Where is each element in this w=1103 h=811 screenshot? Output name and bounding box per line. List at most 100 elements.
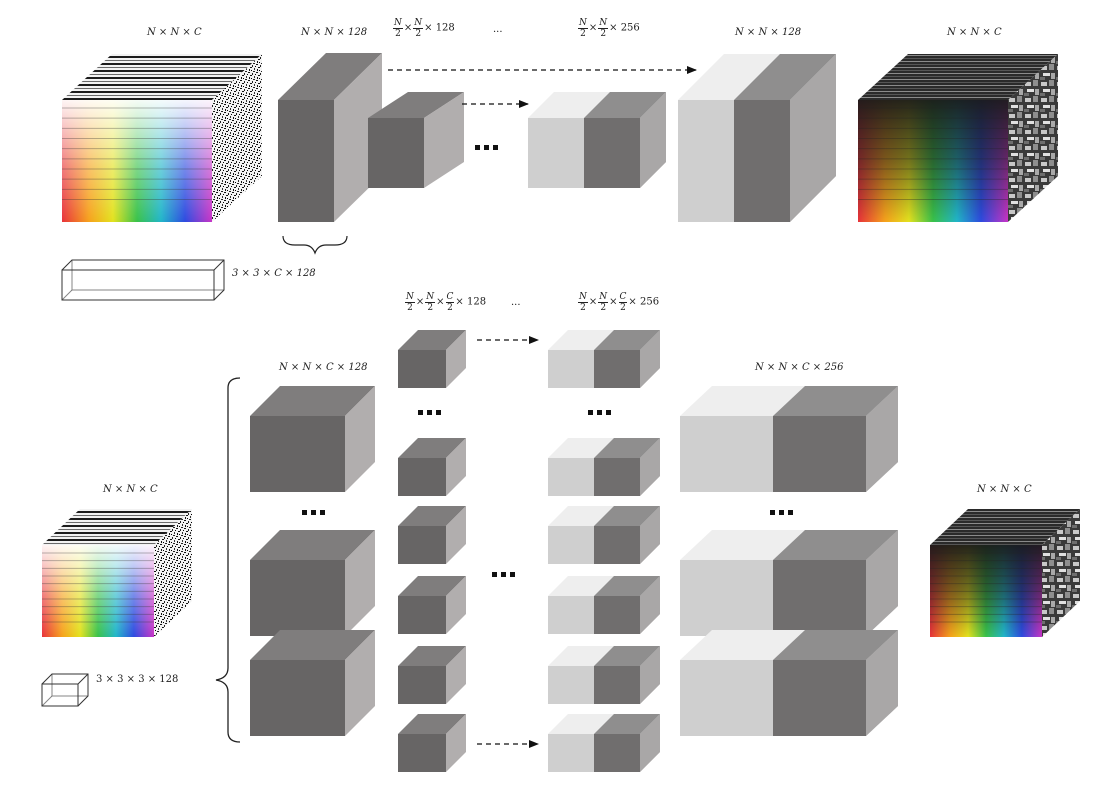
- bottom-bottleneck-ellipsis-1-dot: [588, 410, 593, 415]
- bottom-up-block-2-overlay-top: [773, 530, 898, 560]
- top-curly-brace-icon: [282, 235, 348, 255]
- bottom-down-block-4: [398, 576, 466, 634]
- bottom-conv1-block-2-front: [250, 560, 345, 636]
- top-kernel-wireframe-icon-front-edge: [61, 269, 215, 301]
- top-ellipsis-dots-dot: [484, 145, 489, 150]
- bottom-down-block-5-top: [398, 646, 466, 666]
- bottom-bottleneck-ellipsis-1-dot: [606, 410, 611, 415]
- bottom-down-block-4-side: [446, 576, 466, 634]
- bottom-middle-ellipsis-dot: [501, 572, 506, 577]
- bottom-down-block-3-front: [398, 526, 446, 564]
- bottom-bottleneck-block-5-overlay-top: [594, 646, 660, 666]
- bottom-down-block-6-side: [446, 714, 466, 772]
- bottom-conv1-block-3-top: [250, 630, 375, 660]
- bottom-down-block-5-front: [398, 666, 446, 704]
- top-ellipsis-dots-dot: [493, 145, 498, 150]
- bottom-conv1-block-3-front: [250, 660, 345, 736]
- bottom-up-block-2-overlay-front: [773, 560, 866, 636]
- bottom-conv1-block-1-top: [250, 386, 375, 416]
- bottom-down-block-6: [398, 714, 466, 772]
- bottom-conv1-block-1: [250, 386, 375, 492]
- top-input-cube-side: [212, 54, 262, 222]
- bottom-up-ellipsis-dot: [770, 510, 775, 515]
- bottom-bottleneck-block-2-overlay-top: [594, 438, 660, 458]
- bottom-bottleneck-block-6-overlay-top: [594, 714, 660, 734]
- bottom-bottleneck-block-1-overlay-front: [594, 350, 640, 388]
- bottom-down-ellipsis-1: [418, 410, 441, 415]
- top-down-block-side: [424, 92, 464, 188]
- bottom-down-block-1-top: [398, 330, 466, 350]
- bottom-bottleneck-block-3-overlay-top: [594, 506, 660, 526]
- bottom-bottleneck-block-2-overlay-side: [640, 438, 660, 496]
- top-output-dims: N × N × C: [947, 27, 1002, 38]
- top-bottleneck-block-overlay-top: [584, 92, 666, 118]
- bottom-up-block-1-dark-overlay: [773, 386, 898, 492]
- top-input-cube-front-shade: [62, 100, 212, 222]
- top-input-cube: [62, 54, 262, 222]
- bottom-bottleneck-block-5-overlay-side: [640, 646, 660, 704]
- bottom-down-ellipsis-1-dot: [418, 410, 423, 415]
- bottom-down-block-4-front: [398, 596, 446, 634]
- bottom-bottleneck-block-1-overlay-top: [594, 330, 660, 350]
- top-up-dims: N × N × 128: [735, 27, 802, 38]
- top-conv1-block-front: [278, 100, 334, 222]
- bottom-bottleneck-block-4-overlay-front: [594, 596, 640, 634]
- bottom-output-dims: N × N × C: [977, 484, 1032, 495]
- bottom-bottleneck-block-2-overlay-front: [594, 458, 640, 496]
- bottom-conv1-ellipsis: [302, 510, 325, 515]
- bottom-up-block-2-overlay-side: [866, 530, 898, 636]
- top-output-cube-top: [858, 54, 1058, 100]
- bottom-input-dims: N × N × C: [103, 484, 158, 495]
- bottom-conv1-block-1-side: [345, 386, 375, 492]
- top-ellipsis-label: ···: [493, 27, 503, 38]
- bottom-conv1-block-3: [250, 630, 375, 736]
- bottom-kernel-wireframe-icon-front-edge: [41, 683, 79, 707]
- bottom-up-dims: N × N × C × 256: [755, 362, 844, 373]
- bottom-down-block-1-front: [398, 350, 446, 388]
- top-ellipsis-dots: [475, 145, 498, 150]
- bottom-down-block-1: [398, 330, 466, 388]
- bottom-down-block-1-side: [446, 330, 466, 388]
- bottom-bottleneck-block-6-dark-overlay: [594, 714, 660, 772]
- bottom-input-cube-front-shade: [42, 545, 154, 637]
- bottom-input-cube-top: [42, 509, 192, 545]
- top-kernel-wireframe-icon-hidden-edge: [61, 289, 73, 301]
- top-bottleneck-block-overlay-front: [584, 118, 640, 188]
- bottom-down-block-3-side: [446, 506, 466, 564]
- bottom-up-ellipsis: [770, 510, 793, 515]
- bottom-down-block-2-side: [446, 438, 466, 496]
- bottom-bottleneck-block-3-dark-overlay: [594, 506, 660, 564]
- top-bottleneck-block-dark-overlay: [584, 92, 666, 188]
- bottom-conv1-block-2-top: [250, 530, 375, 560]
- bottom-down-block-3-top: [398, 506, 466, 526]
- bottom-kernel-wireframe-icon-hidden-edge: [41, 695, 53, 707]
- bottom-bottleneck-block-4-overlay-top: [594, 576, 660, 596]
- bottom-ellipsis-label: ···: [511, 300, 521, 311]
- top-input-cube-top: [62, 54, 262, 100]
- top-down-block-front: [368, 118, 424, 188]
- top-up-block-overlay-top: [734, 54, 836, 100]
- bottom-conv1-block-1-front: [250, 416, 345, 492]
- bottom-down-block-6-front: [398, 734, 446, 772]
- bottom-up-block-3-overlay-top: [773, 630, 898, 660]
- bottom-middle-ellipsis-dot: [492, 572, 497, 577]
- bottom-down-ellipsis-1-dot: [436, 410, 441, 415]
- bottom-bottleneck-block-1-overlay-side: [640, 330, 660, 388]
- bottom-kernel-wireframe-icon: [41, 673, 89, 707]
- bottom-bottleneck-block-4-overlay-side: [640, 576, 660, 634]
- bottom-up-block-1-overlay-front: [773, 416, 866, 492]
- bottom-up-block-1-overlay-top: [773, 386, 898, 416]
- bottom-bottleneck-ellipsis-1-dot: [597, 410, 602, 415]
- bottom-up-block-3-dark-overlay: [773, 630, 898, 736]
- bottom-up-block-3-overlay-side: [866, 630, 898, 736]
